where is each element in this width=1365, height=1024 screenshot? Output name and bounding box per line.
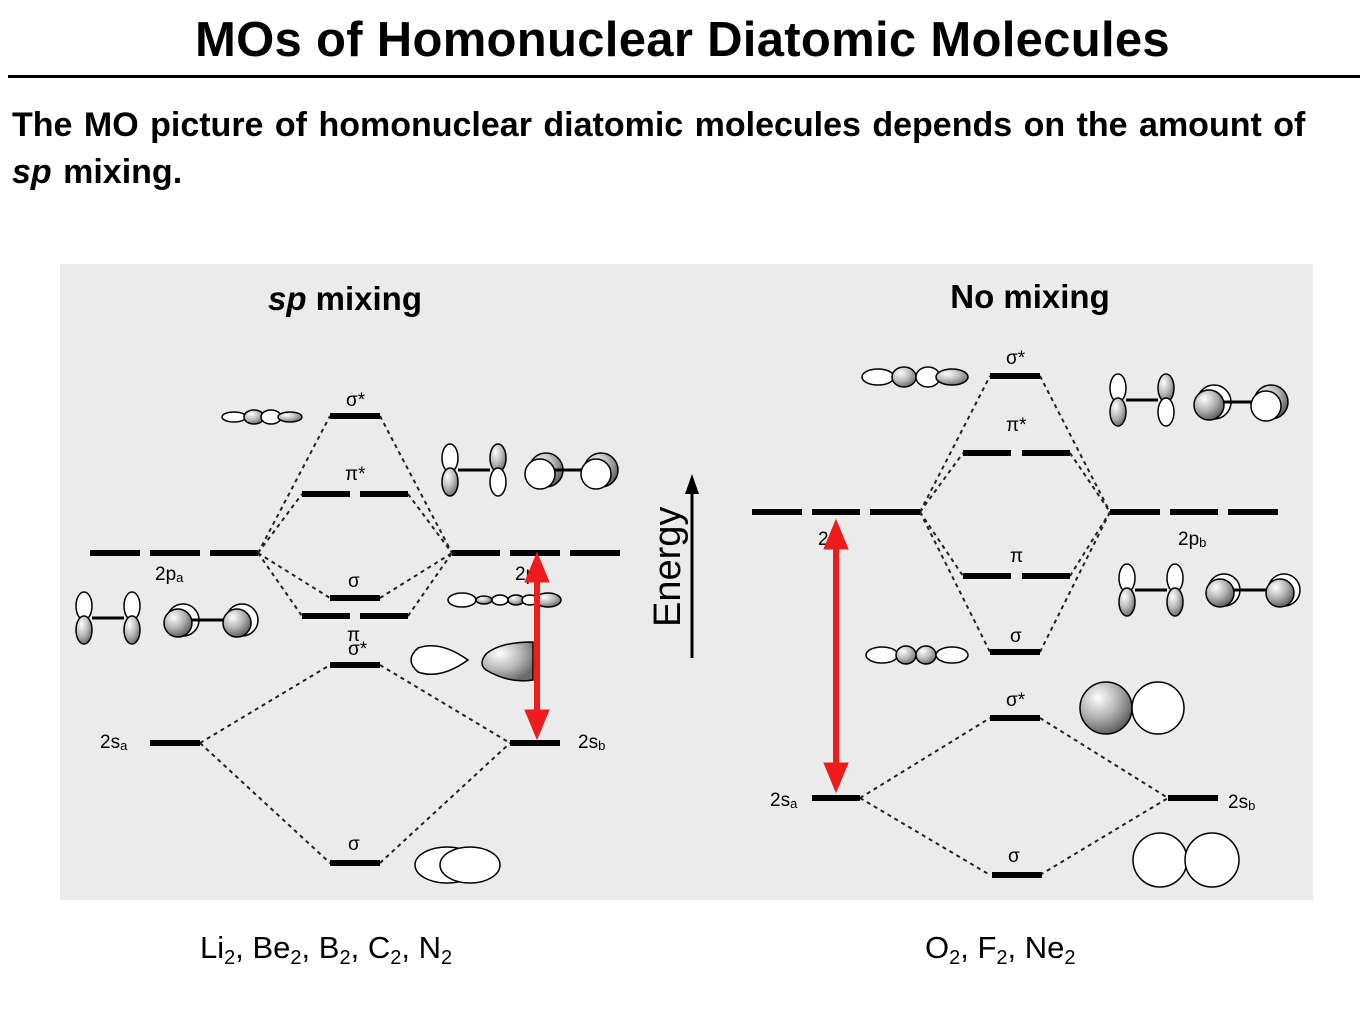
molecule-formula: F (977, 930, 997, 965)
molecule-subscript: 2 (339, 947, 351, 969)
right-orbital-pi-p (1118, 563, 1184, 617)
left-label-pi: π (347, 625, 360, 646)
intro-text-part1: The MO picture of homonuclear diatomic m… (12, 106, 1306, 144)
left-orbital-sigma-s (414, 846, 501, 884)
molecule-subscript: 2 (290, 947, 302, 969)
left-label-pi-star: π* (345, 464, 366, 485)
intro-text-part2: mixing. (51, 153, 183, 191)
molecule-subscript: 2 (224, 947, 236, 969)
molecule-formula: O (925, 930, 950, 965)
molecule-subscript: 2 (390, 947, 402, 969)
left-orbital-pi-star-p (441, 443, 507, 497)
title-underline (8, 75, 1360, 78)
right-label-pi: π (1010, 546, 1023, 567)
diagram-panel (60, 264, 1313, 900)
left-orbital-pi-star-balls (524, 452, 619, 490)
molecule-subscript: 2 (996, 947, 1008, 969)
left-orbital-sigma-star-s (410, 641, 534, 682)
left-molecules-caption: Li2, Be2, B2, C2, N2 (200, 930, 453, 969)
energy-label: Energy (647, 507, 689, 627)
right-orbital-sigma-s (1132, 832, 1240, 888)
left-orbital-2p-balls (163, 603, 259, 638)
right-label-sigma-star-2p: σ* (1006, 348, 1026, 369)
left-orbital-2p-p-lobes (75, 591, 141, 645)
left-orbital-sigma-p (447, 592, 562, 608)
molecule-formula: Li (200, 930, 225, 965)
molecule-subscript: 2 (440, 947, 453, 969)
energy-axis: Energy (647, 474, 699, 658)
right-red-arrow (823, 518, 849, 794)
right-molecules-caption: O2, F2, Ne2 (925, 930, 1076, 969)
slide-title: MOs of Homonuclear Diatomic Molecules (195, 13, 1170, 67)
intro-text-italic: sp (12, 153, 52, 191)
right-label-2sa: 2sa (770, 790, 798, 811)
left-label-sigma-star-2s: σ* (348, 639, 368, 660)
left-energy-levels (90, 413, 620, 866)
right-heading: No mixing (950, 278, 1110, 315)
right-orbital-sigma-p (865, 645, 969, 665)
energy-arrowhead (685, 474, 699, 494)
molecule-formula: C (367, 930, 391, 965)
right-orbital-pi-star-p (1109, 373, 1175, 427)
left-heading-rest: mixing (306, 280, 422, 317)
left-label-sigma-star-2p: σ* (346, 390, 366, 411)
molecule-formula: Ne (1024, 930, 1065, 965)
right-label-sigma-2s: σ (1008, 846, 1020, 867)
molecule-formula: N (418, 930, 441, 965)
left-label-2pa: 2pa (155, 564, 184, 585)
right-orbital-pi-balls (1205, 573, 1301, 608)
right-label-sigma-2p: σ (1010, 626, 1022, 647)
right-orbital-pi-star-balls (1193, 384, 1289, 422)
left-dotted-correlation-lines (199, 415, 511, 864)
right-energy-levels (752, 373, 1278, 878)
left-label-sigma-2p: σ (348, 571, 360, 592)
right-label-2pb: 2pb (1178, 529, 1206, 550)
left-red-arrow (524, 551, 550, 741)
left-orbital-sigma-star-p (221, 409, 303, 425)
left-heading-italic: sp (268, 280, 307, 317)
intro-text: The MO picture of homonuclear diatomic m… (12, 102, 1342, 196)
left-label-2sb: 2sb (578, 732, 605, 753)
right-orbital-sigma-star-p (861, 366, 969, 388)
right-orbital-sigma-star-s (1079, 681, 1185, 735)
right-label-2sb: 2sb (1228, 792, 1255, 813)
molecule-subscript: 2 (1064, 947, 1076, 969)
right-label-sigma-star-2s: σ* (1006, 690, 1026, 711)
left-label-sigma-2s: σ (348, 834, 360, 855)
right-label-pi-star: π* (1006, 415, 1027, 436)
left-label-2sa: 2sa (100, 732, 128, 753)
molecule-subscript: 2 (949, 947, 961, 969)
left-heading: sp mixing (268, 280, 422, 317)
molecule-formula: Be (252, 930, 291, 965)
right-dotted-correlation-lines (859, 375, 1169, 876)
molecule-formula: B (318, 930, 340, 965)
